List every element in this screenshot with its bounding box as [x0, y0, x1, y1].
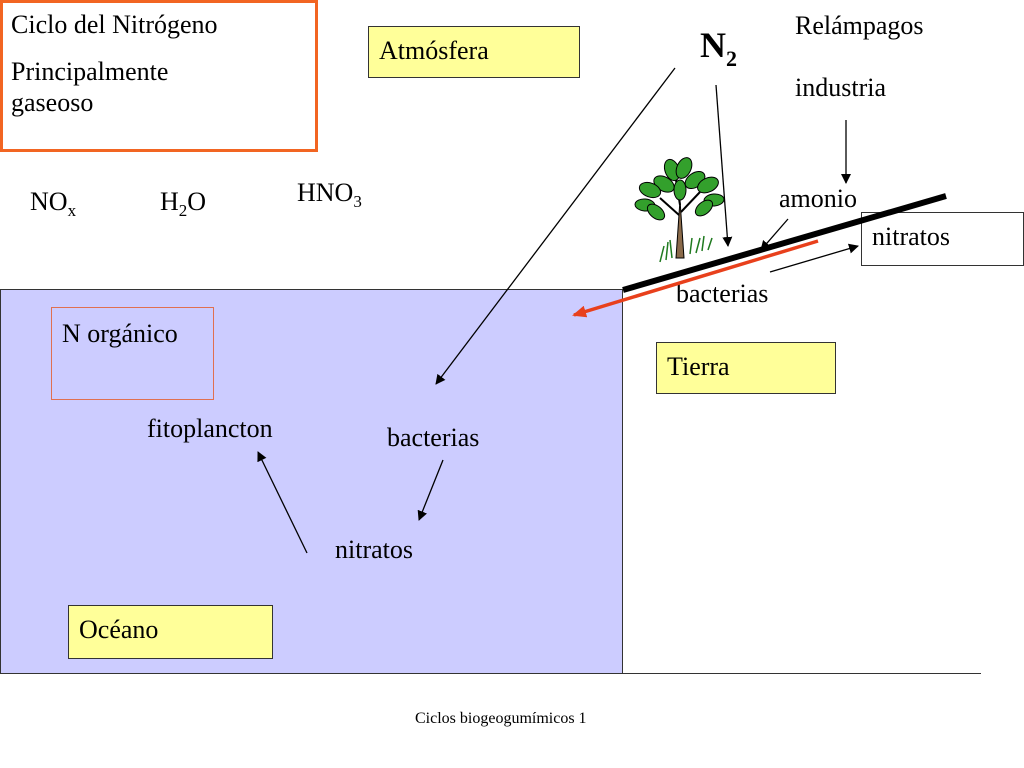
land-label-text: Tierra	[667, 352, 730, 381]
nox-label: NOx	[30, 187, 77, 220]
land-slope	[622, 193, 947, 293]
ground-line	[623, 673, 981, 674]
hno3-label: HNO3	[297, 178, 362, 211]
h2o-label: H2O	[160, 187, 207, 220]
n2-to-ocean-arrow	[435, 67, 676, 385]
tree-icon	[634, 157, 725, 263]
ocean-bacteria-label: bacterias	[387, 423, 480, 452]
land-nitrates-box: nitratos	[861, 212, 1024, 266]
n2-label: N2	[700, 25, 737, 71]
title-box: Ciclo del Nitrógeno Principalmente gaseo…	[0, 0, 318, 152]
atmosphere-label-text: Atmósfera	[379, 36, 489, 65]
nitrates-to-phytoplankton-arrow	[257, 451, 308, 554]
organic-n-text: N orgánico	[62, 319, 178, 348]
lightning-label: Relámpagos	[795, 11, 924, 40]
n2-to-soil-arrow	[715, 84, 733, 247]
organic-n-box: N orgánico	[51, 307, 214, 400]
land-label: Tierra	[656, 342, 836, 394]
ocean-label: Océano	[68, 605, 273, 659]
ocean-bacteria-to-nitrates-arrow	[417, 459, 444, 521]
footer-text: Ciclos biogeogumímicos 1	[415, 710, 587, 727]
subtitle-text: Principalmente gaseoso	[11, 57, 169, 118]
atmosphere-label: Atmósfera	[368, 26, 580, 78]
phytoplankton-label: fitoplancton	[147, 414, 273, 443]
land-nitrates-text: nitratos	[872, 222, 950, 251]
ocean-nitrates-label: nitratos	[335, 535, 413, 564]
industry-label: industria	[795, 73, 886, 102]
ammonium-label: amonio	[779, 184, 857, 213]
ammonium-to-soil-arrow	[760, 218, 789, 251]
ocean-label-text: Océano	[79, 615, 159, 644]
bacteria-to-nitrates-arrow	[769, 243, 859, 273]
land-bacteria-label: bacterias	[676, 279, 769, 308]
runoff-arrow	[572, 239, 819, 318]
title-text: Ciclo del Nitrógeno	[11, 10, 218, 39]
